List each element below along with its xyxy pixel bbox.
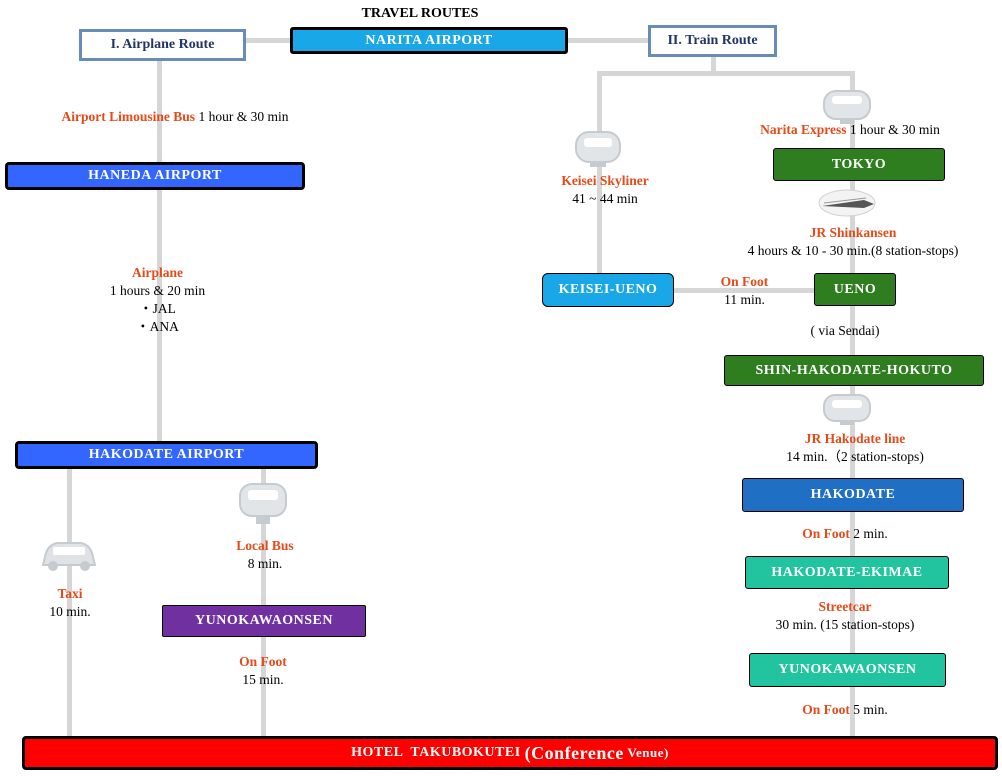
connector: [67, 466, 72, 738]
train-icon: [823, 394, 871, 425]
travel-time: 11 min.: [724, 292, 765, 307]
transport-mode: On Foot: [802, 526, 850, 541]
yunokawaonsen-node-train: YUNOKAWAONSEN: [749, 653, 946, 687]
train-route-label: II. Train Route: [648, 25, 777, 57]
travel-time: 5 min.: [853, 702, 888, 717]
travel-time: 1 hour & 30 min: [849, 122, 940, 137]
airplane-route-label: I. Airplane Route: [79, 29, 246, 61]
train-icon: [575, 131, 621, 167]
travel-time: 14 min.（2 station-stops): [786, 449, 924, 464]
hotel-venue: Venue): [623, 745, 669, 760]
hakodate-node: HAKODATE: [742, 478, 964, 512]
travel-time: 1 hour & 30 min: [198, 109, 289, 124]
travel-time: 15 min.: [242, 672, 284, 687]
transport-mode: On Foot: [720, 274, 769, 289]
taxi-label: Taxi 10 min.: [20, 585, 120, 621]
connector: [261, 466, 266, 738]
travel-time: 4 hours & 10 - 30 min.(8 station-stops): [747, 243, 959, 258]
streetcar-label: Streetcar 30 min. (15 station-stops): [740, 598, 950, 634]
transport-mode: Narita Express: [760, 122, 847, 137]
narita-express-label: Narita Express 1 hour & 30 min: [730, 121, 970, 139]
hotel-conference: (Conference: [524, 742, 624, 763]
transport-mode: Airplane: [131, 265, 183, 280]
hakodate-line-label: JR Hakodate line 14 min.（2 station-stops…: [740, 430, 970, 466]
on-foot-label: On Foot 2 min.: [775, 525, 915, 543]
connector: [597, 71, 602, 274]
travel-time: 41 ~ 44 min: [572, 191, 638, 206]
diagram-title: TRAVEL ROUTES: [361, 6, 479, 21]
bus-icon: [239, 483, 287, 524]
yunokawaonsen-node-airplane: YUNOKAWAONSEN: [162, 605, 366, 637]
hakodate-airport-node: HAKODATE AIRPORT: [15, 441, 318, 469]
connector: [711, 55, 716, 73]
haneda-airport-node: HANEDA AIRPORT: [5, 162, 305, 190]
connector: [157, 190, 162, 445]
on-foot-label: On Foot 5 min.: [775, 701, 915, 719]
skyliner-label: Keisei Skyliner 41 ~ 44 min: [545, 172, 665, 208]
shinkansen-icon: [818, 189, 876, 217]
limousine-label: Airport Limousine Bus 1 hour & 30 min: [30, 108, 320, 126]
tokyo-node: TOKYO: [773, 148, 945, 181]
ueno-node: UENO: [814, 273, 896, 306]
hotel-name: HOTEL TAKUBOKUTEI: [351, 745, 525, 760]
airplane-label: Airplane 1 hours & 20 min ・JAL ・ANA: [60, 264, 255, 336]
via-sendai-label: ( via Sendai): [810, 323, 880, 338]
airline-jal: ・JAL: [139, 301, 176, 316]
shinkansen-label: JR Shinkansen 4 hours & 10 - 30 min.(8 s…: [720, 224, 986, 260]
travel-time: 2 min.: [853, 526, 888, 541]
transport-mode: JR Hakodate line: [804, 431, 906, 446]
keisei-ueno-node: KEISEI-UENO: [542, 273, 674, 307]
car-icon: [41, 542, 97, 571]
transport-mode: Airport Limousine Bus: [61, 109, 196, 124]
airline-ana: ・ANA: [136, 319, 179, 334]
train-icon: [823, 90, 871, 124]
transport-mode: Taxi: [57, 586, 83, 601]
travel-time: 10 min.: [49, 604, 91, 619]
narita-airport-node: NARITA AIRPORT: [290, 27, 568, 54]
travel-time: 30 min. (15 station-stops): [775, 617, 915, 632]
transport-mode: Streetcar: [818, 599, 872, 614]
transport-mode: Keisei Skyliner: [561, 173, 649, 188]
connector: [670, 288, 820, 293]
transport-mode: On Foot: [239, 654, 287, 669]
transport-mode: Local Bus: [236, 538, 294, 553]
on-foot-label: On Foot 11 min.: [712, 273, 777, 309]
connector: [157, 60, 162, 162]
on-foot-label: On Foot 15 min.: [213, 653, 313, 689]
hakodate-ekimae-node: HAKODATE-EKIMAE: [745, 556, 949, 589]
transport-mode: On Foot: [802, 702, 850, 717]
transport-mode: JR Shinkansen: [809, 225, 897, 240]
hotel-takubokutei-node: HOTEL TAKUBOKUTEI (Conference Venue): [22, 736, 998, 770]
travel-time: 8 min.: [247, 556, 283, 571]
shin-hakodate-hokuto-node: SHIN-HAKODATE-HOKUTO: [724, 355, 984, 386]
local-bus-label: Local Bus 8 min.: [215, 537, 315, 573]
connector: [597, 71, 855, 76]
travel-time: 1 hours & 20 min: [109, 283, 206, 298]
